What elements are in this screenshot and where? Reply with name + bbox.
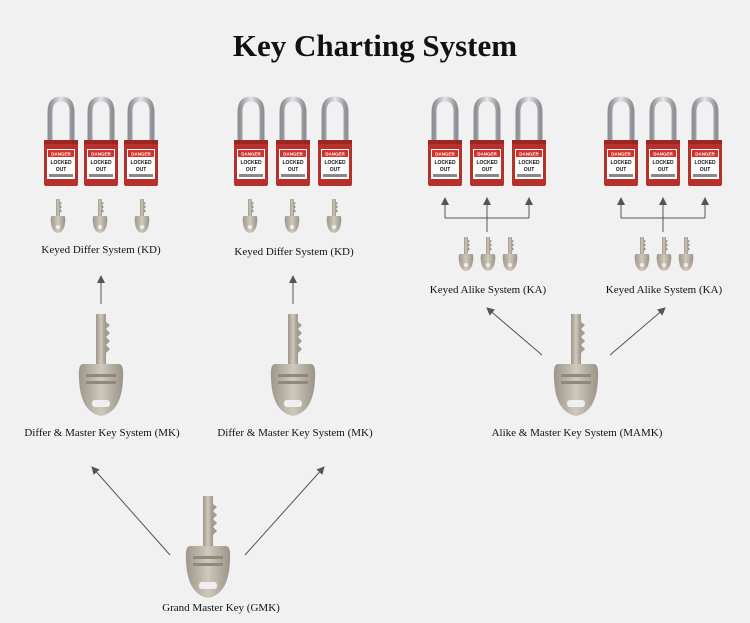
master-key-icon — [78, 314, 124, 416]
arrow-gmk-to-mk1 — [91, 466, 171, 556]
label-mk-2: Differ & Master Key System (MK) — [217, 427, 373, 439]
arrow-mamk-to-ka1 — [486, 307, 543, 356]
key-icon — [634, 237, 650, 271]
padlock-group-kd-1 — [44, 99, 158, 186]
label-mamk: Alike & Master Key System (MAMK) — [491, 427, 663, 439]
label-kd-1: Keyed Differ System (KD) — [41, 244, 161, 256]
padlock — [44, 99, 78, 186]
label-mk-1: Differ & Master Key System (MK) — [24, 427, 180, 439]
key-icon — [678, 237, 694, 271]
master-key-icon — [270, 314, 316, 416]
label-kd-2: Keyed Differ System (KD) — [234, 246, 354, 258]
padlock — [428, 99, 462, 186]
grand-master-key-icon — [185, 496, 231, 598]
padlock — [124, 99, 158, 186]
diagram-title: Key Charting System — [232, 28, 518, 63]
padlock — [84, 99, 118, 186]
padlock — [318, 99, 352, 186]
ka-connector-2 — [617, 197, 709, 232]
padlock — [512, 99, 546, 186]
key-icon — [502, 237, 518, 271]
padlock — [604, 99, 638, 186]
padlock — [276, 99, 310, 186]
key-icon — [326, 199, 342, 233]
padlock — [234, 99, 268, 186]
key-icon — [480, 237, 496, 271]
label-ka-2: Keyed Alike System (KA) — [605, 284, 723, 296]
padlock — [688, 99, 722, 186]
key-group-ka-1 — [458, 237, 518, 271]
padlock-group-ka-2 — [604, 99, 722, 186]
key-icon — [242, 199, 258, 233]
key-icon — [50, 199, 66, 233]
padlock-group-kd-2 — [234, 99, 352, 186]
arrow-gmk-to-mk2 — [244, 466, 325, 556]
padlock — [646, 99, 680, 186]
key-group-kd-1 — [50, 199, 150, 233]
key-icon — [134, 199, 150, 233]
padlock-group-ka-1 — [428, 99, 546, 186]
key-icon — [284, 199, 300, 233]
padlock — [470, 99, 504, 186]
label-gmk: Grand Master Key (GMK) — [162, 602, 280, 614]
key-icon — [656, 237, 672, 271]
key-group-ka-2 — [634, 237, 694, 271]
key-group-kd-2 — [242, 199, 342, 233]
ka-connector-1 — [441, 197, 533, 232]
arrow-mamk-to-ka2 — [609, 307, 666, 356]
label-ka-1: Keyed Alike System (KA) — [429, 284, 547, 296]
master-key-icon — [553, 314, 599, 416]
key-icon — [458, 237, 474, 271]
key-icon — [92, 199, 108, 233]
